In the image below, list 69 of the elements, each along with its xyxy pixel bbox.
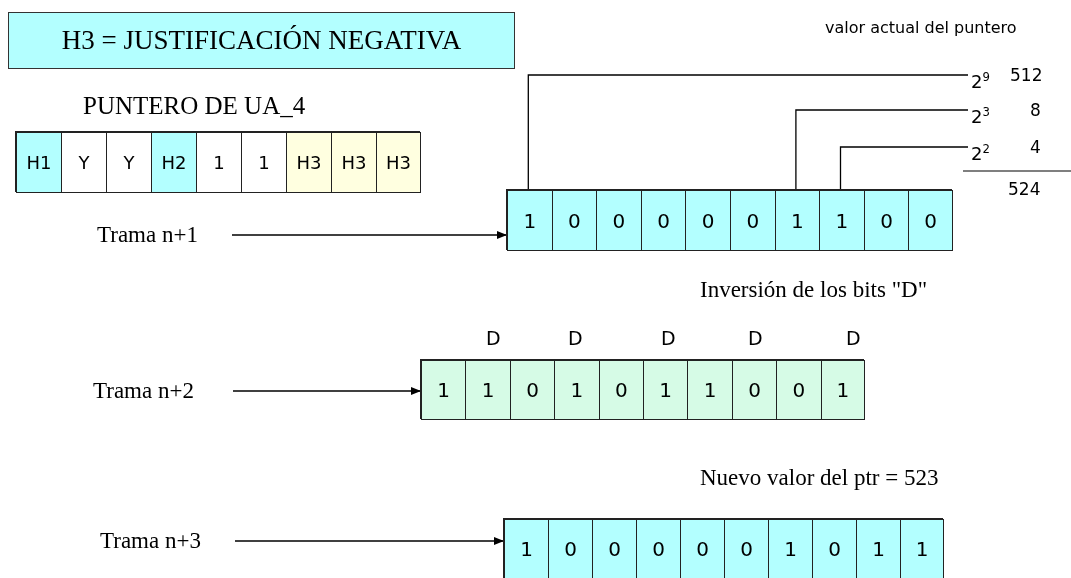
arrow (232, 387, 421, 395)
bit-cell: 0 (596, 190, 642, 251)
power-label: 2$^{2}$ (968, 132, 1008, 162)
sum-value: 524 (1008, 178, 1042, 201)
register-row (15, 131, 420, 192)
value-label: 512 (1010, 64, 1044, 87)
value-label: 8 (1030, 99, 1042, 122)
heading-box: H3 = JUSTIFICACIÓN NEGATIVA (8, 12, 515, 69)
bit-cell: 1 (687, 360, 733, 420)
caption-text: valor actual del puntero (825, 17, 1018, 39)
register-row (503, 518, 943, 578)
caption-text: Inversión de los bits "D" (700, 276, 929, 304)
bit-cell: 0 (812, 519, 857, 578)
bit-cell: H3 (331, 132, 377, 193)
bit-cell: 0 (908, 190, 953, 251)
bit-cell: 1 (504, 519, 549, 578)
bit-cell: 0 (509, 360, 556, 420)
arrow (231, 231, 507, 239)
bit-marker: D (846, 326, 862, 350)
bit-cell: 0 (592, 519, 637, 578)
bit-cell: H3 (376, 132, 421, 193)
bit-cell: 1 (421, 360, 467, 420)
bit-cell: 0 (640, 190, 687, 251)
bit-cell: H3 (286, 132, 332, 193)
bit-cell: 0 (680, 519, 725, 578)
register-row (420, 359, 864, 419)
bit-cell: Y (106, 132, 152, 193)
bit-marker: D (486, 326, 502, 350)
bit-cell: 1 (819, 190, 865, 251)
bit-cell: 0 (548, 519, 593, 578)
bit-marker: D (568, 326, 584, 350)
bit-cell: 1 (774, 190, 821, 251)
bit-cell: 1 (856, 519, 901, 578)
caption-text: Nuevo valor del ptr = 523 (700, 464, 940, 492)
bit-cell: 0 (598, 360, 644, 420)
bit-cell: 0 (636, 519, 681, 578)
bit-marker: D (748, 326, 764, 350)
power-label: 2$^{9}$ (968, 60, 1008, 90)
bit-cell: H1 (16, 132, 62, 193)
register-title: PUNTERO DE UA_4 (83, 91, 307, 121)
row-label: Trama n+1 (97, 220, 232, 250)
leader-line (839, 146, 969, 190)
bit-cell: 1 (900, 519, 944, 578)
leader-line (795, 109, 969, 190)
row-label: Trama n+3 (100, 526, 235, 556)
bit-cell: H2 (151, 132, 197, 193)
bit-cell: 0 (551, 190, 598, 251)
bit-cell: 1 (820, 360, 865, 420)
bit-cell: Y (61, 132, 107, 193)
bit-cell: 0 (863, 190, 910, 251)
bit-cell: 1 (465, 360, 511, 420)
bit-cell: 0 (776, 360, 822, 420)
bit-cell: 1 (768, 519, 813, 578)
row-label: Trama n+2 (93, 376, 233, 406)
bit-cell: 1 (554, 360, 600, 420)
arrow (234, 537, 504, 545)
bit-cell: 1 (507, 190, 553, 251)
bit-cell: 1 (643, 360, 689, 420)
leader-line (527, 74, 969, 190)
bit-cell: 0 (731, 360, 778, 420)
bit-cell: 0 (730, 190, 776, 251)
register-row (506, 189, 952, 250)
bit-marker: D (661, 326, 677, 350)
bit-cell: 1 (196, 132, 242, 193)
bit-cell: 0 (685, 190, 731, 251)
power-label: 2$^{3}$ (968, 95, 1008, 125)
bit-cell: 1 (241, 132, 287, 193)
value-label: 4 (1030, 136, 1042, 159)
bit-cell: 0 (724, 519, 769, 578)
